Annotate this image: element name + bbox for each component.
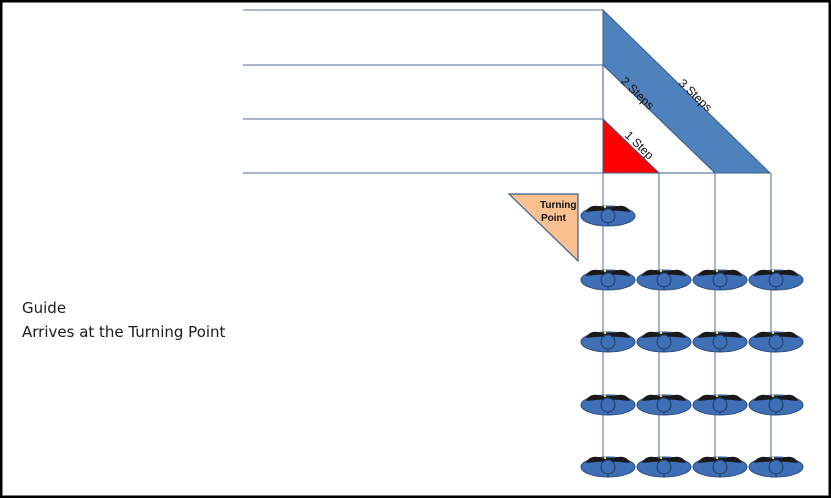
marchers [580, 205, 804, 478]
marcher-icon [692, 456, 748, 478]
marcher-icon [748, 456, 804, 478]
marcher-icon [636, 331, 692, 353]
guide-marcher-icon [580, 205, 636, 227]
turning-point-label-line1: Turning [540, 200, 576, 211]
marcher-icon [636, 269, 692, 291]
marcher-icon [692, 269, 748, 291]
marcher-icon [580, 269, 636, 291]
marcher-icon [748, 394, 804, 416]
marcher-icon [748, 331, 804, 353]
turning-point-triangle [507, 193, 579, 263]
marcher-icon [580, 394, 636, 416]
marcher-icon [692, 394, 748, 416]
marcher-icon [692, 331, 748, 353]
marcher-icon [580, 456, 636, 478]
caption-line-2: Arrives at the Turning Point [22, 323, 226, 341]
caption: Guide Arrives at the Turning Point [22, 296, 225, 344]
marcher-icon [636, 394, 692, 416]
marcher-icon [636, 456, 692, 478]
turning-point-label-line2: Point [541, 213, 567, 224]
marcher-icon [748, 269, 804, 291]
one-step-triangle [602, 117, 661, 174]
caption-line-1: Guide [22, 299, 67, 317]
marcher-icon [580, 331, 636, 353]
